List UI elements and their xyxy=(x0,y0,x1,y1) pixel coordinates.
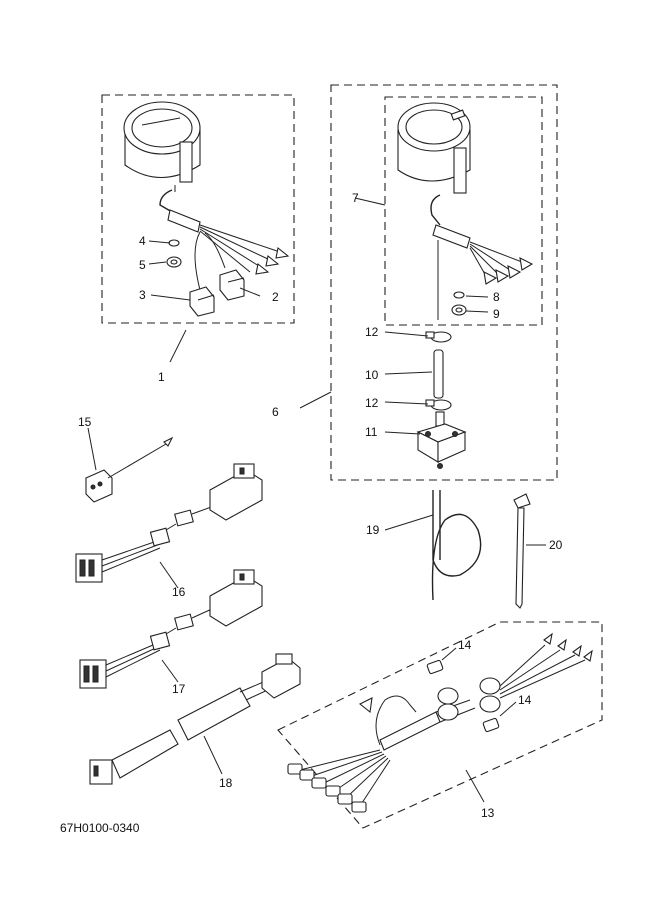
label-part-5: 5 xyxy=(139,258,146,272)
connector-3 xyxy=(189,286,215,317)
adapter-harness-16 xyxy=(75,463,263,589)
label-part-11: 11 xyxy=(365,425,378,439)
tube-10 xyxy=(433,349,444,399)
cable-tie-20 xyxy=(513,493,531,609)
harness-16-plug-b xyxy=(209,463,263,521)
diagram-code: 67H0100-0340 xyxy=(60,821,140,835)
label-part-14-lower: 14 xyxy=(518,693,532,707)
gauge-assembly-group xyxy=(101,94,295,363)
pressure-sender-11 xyxy=(416,411,467,469)
clamp-12-upper xyxy=(425,331,452,343)
clamp-12-lower xyxy=(425,399,452,411)
gauge-kit-group xyxy=(299,84,558,481)
harness-17-plug-b xyxy=(209,569,263,627)
washer-4 xyxy=(168,239,180,247)
terminal-14-lower xyxy=(482,717,500,733)
label-part-16: 16 xyxy=(172,585,186,599)
kit-6-boundary xyxy=(330,84,558,481)
label-part-4: 4 xyxy=(139,234,146,248)
label-part-1: 1 xyxy=(158,370,165,384)
leader-19 xyxy=(384,514,434,531)
lead-wire-kit-group xyxy=(277,621,603,829)
label-part-3: 3 xyxy=(139,288,146,302)
label-part-9: 9 xyxy=(493,307,500,321)
gauge-7 xyxy=(397,102,471,226)
label-part-17: 17 xyxy=(172,682,186,696)
label-part-6: 6 xyxy=(272,405,279,419)
label-part-2: 2 xyxy=(272,290,279,304)
washer-8 xyxy=(453,291,465,299)
lead-wire-kit-13 xyxy=(287,632,593,813)
gauge-wire-harness xyxy=(167,209,290,291)
nut-5 xyxy=(166,256,182,268)
label-part-12-lower: 12 xyxy=(365,396,379,410)
adapter-harness-17 xyxy=(79,569,263,689)
connector-2 xyxy=(219,269,245,301)
label-part-10: 10 xyxy=(365,368,379,382)
harness-18-plug-b xyxy=(261,653,301,699)
label-part-14-upper: 14 xyxy=(458,638,472,652)
kit-13-boundary xyxy=(277,621,603,829)
label-part-20: 20 xyxy=(549,538,563,552)
label-part-7: 7 xyxy=(352,191,359,205)
label-part-12-upper: 12 xyxy=(365,325,379,339)
callout-labels: 1 2 3 4 5 6 7 8 9 10 11 12 12 13 14 14 1… xyxy=(78,191,563,820)
gauge-1 xyxy=(123,101,201,213)
label-part-13: 13 xyxy=(481,806,495,820)
label-part-19: 19 xyxy=(366,523,380,537)
extension-harness-18 xyxy=(89,653,301,785)
label-part-15: 15 xyxy=(78,415,92,429)
nut-9 xyxy=(451,304,467,316)
label-part-8: 8 xyxy=(493,290,500,304)
label-part-18: 18 xyxy=(219,776,233,790)
harness-18-plug-a xyxy=(89,759,113,785)
gauge-assembly-boundary xyxy=(101,94,295,324)
connector-15 xyxy=(85,427,174,503)
gauge-7-harness xyxy=(432,224,534,320)
kit-7-boundary xyxy=(384,96,543,326)
terminal-14-upper xyxy=(426,659,444,675)
hose-19 xyxy=(431,490,482,601)
